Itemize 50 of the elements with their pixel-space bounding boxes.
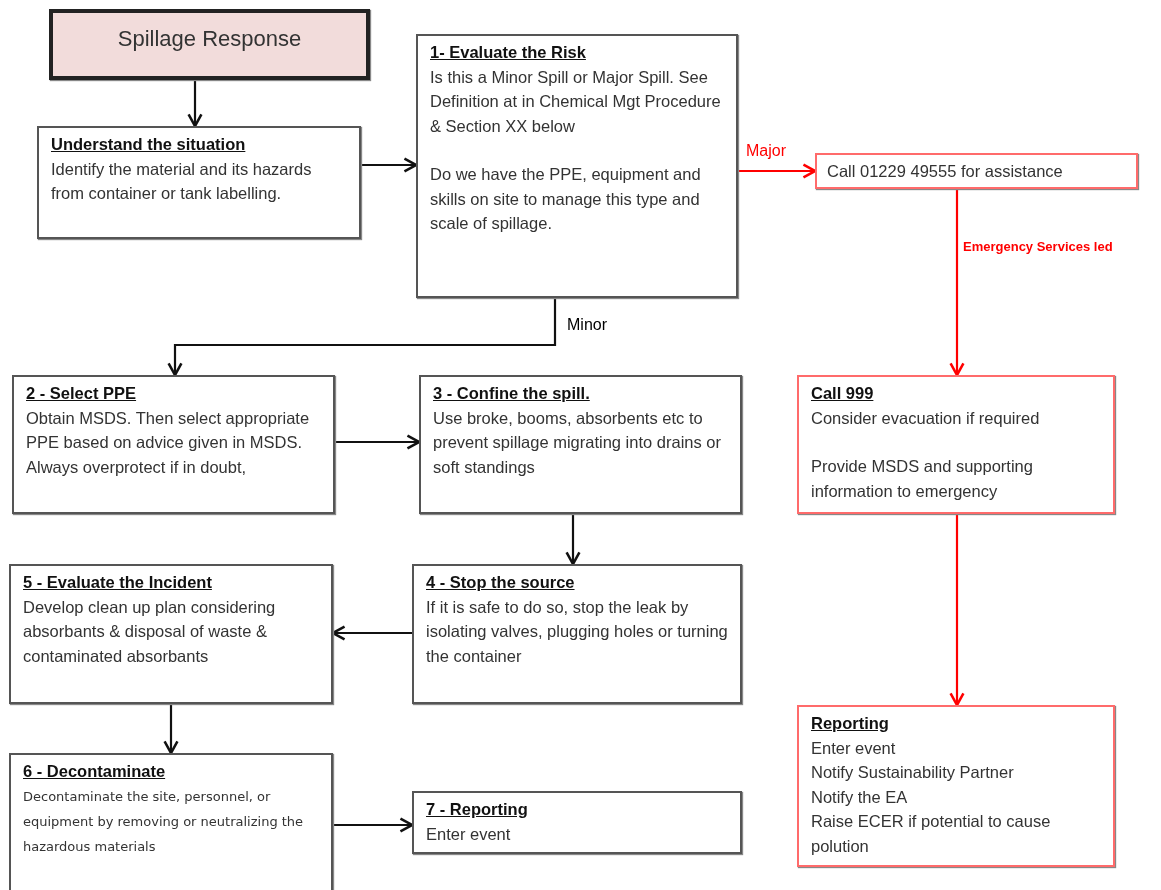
step-text: Provide MSDS and supporting information to emergency: [811, 456, 1034, 502]
arrow: [565, 514, 581, 566]
step-text: Decontaminate the site, personnel, or equipment by removing or neutralizing the hazardous materials: [23, 787, 305, 856]
arrow: [361, 157, 418, 173]
step-heading: Call 999: [811, 383, 874, 404]
step-text: Raise ECER if potential to cause polution: [811, 811, 1052, 857]
step-text: Use broke, booms, absorbents etc to prevent spillage migrating into drains or soft standings: [433, 407, 722, 478]
step-text: Enter event: [811, 737, 896, 759]
step-text: Obtain MSDS. Then select appropriate PPE based on advice given in MSDS. Always overprotect if in doubt,: [26, 407, 311, 478]
process-box: [419, 375, 742, 514]
arrow: [333, 817, 414, 833]
process-box: [797, 705, 1115, 867]
arrow: [738, 163, 817, 179]
process-box: [37, 126, 361, 239]
arrow: [949, 514, 965, 707]
step-text: Consider evacuation if required: [811, 407, 1040, 429]
arrow: [163, 704, 179, 755]
step-text: Call 01229 49555 for assistance: [827, 161, 1063, 182]
step-heading: Reporting: [811, 713, 889, 734]
step-text: Identify the material and its hazards from container or tank labelling.: [51, 158, 313, 204]
process-box: [12, 375, 335, 514]
process-box: [9, 564, 333, 704]
step-heading: Understand the situation: [51, 134, 246, 155]
step-heading: 4 - Stop the source: [426, 572, 575, 593]
process-box: [815, 153, 1138, 189]
arrow: [167, 298, 557, 377]
step-heading: 7 - Reporting: [426, 799, 528, 820]
step-text: Notify Sustainability Partner: [811, 762, 1014, 783]
step-text: Is this a Minor Spill or Major Spill. See Definition at in Chemical Mgt Procedure & Section XX below: [430, 66, 722, 137]
process-box: [412, 791, 742, 854]
title-text: Spillage Response: [116, 26, 303, 52]
process-box: [9, 753, 333, 890]
arrow: [949, 189, 965, 377]
step-heading: 6 - Decontaminate: [23, 761, 166, 782]
step-text: Notify the EA: [811, 786, 908, 808]
arrow: [187, 80, 203, 128]
title-box: [49, 9, 370, 80]
process-box: [412, 564, 742, 704]
step-heading: 1- Evaluate the Risk: [430, 42, 586, 63]
step-heading: 3 - Confine the spill.: [433, 383, 590, 404]
step-text: Enter event: [426, 823, 511, 845]
step-text: Develop clean up plan considering absorbants & disposal of waste & contaminated absorbants: [23, 596, 277, 667]
step-heading: 5 - Evaluate the Incident: [23, 572, 212, 593]
arrow: [335, 434, 421, 450]
process-box: [416, 34, 738, 298]
process-box: [797, 375, 1115, 514]
edge-label: Major: [745, 142, 787, 160]
step-text: Do we have the PPE, equipment and skills on site to manage this type and scale of spillage.: [430, 164, 702, 234]
step-heading: 2 - Select PPE: [26, 383, 137, 404]
step-text: If it is safe to do so, stop the leak by isolating valves, plugging holes or turning the container: [426, 596, 728, 667]
